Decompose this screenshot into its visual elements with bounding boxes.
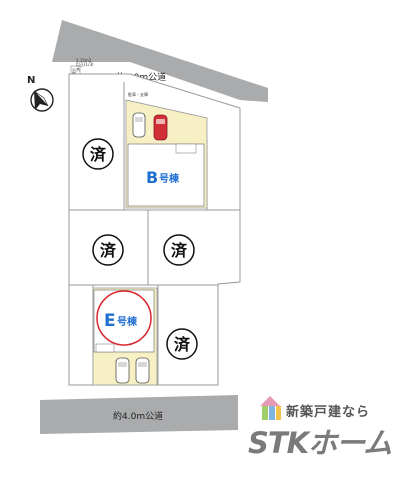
north-road xyxy=(52,20,268,102)
south-road xyxy=(40,395,238,434)
svg-text:済: 済 xyxy=(171,241,188,260)
brand-logo: 新築戸建なら STKホーム xyxy=(246,388,411,468)
lot-e-suffix: 号棟 xyxy=(117,315,138,328)
corner-note-1: 2.15m2 xyxy=(76,58,92,63)
lot-e-highlight xyxy=(96,290,152,346)
compass-letter: N xyxy=(27,75,35,86)
car-e-right xyxy=(135,357,150,384)
sold-lot-4: 済 xyxy=(166,328,198,360)
sold-lot-1: 済 xyxy=(82,138,114,170)
lot-b-parking xyxy=(132,112,168,141)
sold-lot-2: 済 xyxy=(92,234,124,266)
brand-name: STKホーム xyxy=(248,426,392,460)
compass-needle xyxy=(34,91,48,110)
svg-text:済: 済 xyxy=(174,335,191,354)
north-compass: N xyxy=(27,75,54,112)
car-e-left xyxy=(115,357,130,384)
svg-text:済: 済 xyxy=(90,145,107,164)
lot-b-letter: B xyxy=(146,168,158,187)
corner-note-4: 桝 xyxy=(72,70,76,76)
brand-tagline: 新築戸建なら xyxy=(286,405,371,420)
car-b-left xyxy=(132,112,146,138)
lot-b-suffix: 号棟 xyxy=(159,172,180,185)
car-b-right xyxy=(153,114,168,141)
svg-text:済: 済 xyxy=(100,241,117,260)
south-road-label: 約4.0m公道 xyxy=(113,410,163,422)
corner-note-3: 公共 xyxy=(72,66,80,72)
parking-note: 駐車・支障 xyxy=(128,91,148,97)
lot-e-parking xyxy=(115,357,150,384)
lot-e-letter: E xyxy=(104,311,116,331)
lot-b-porch xyxy=(175,143,197,154)
lot-e-porch xyxy=(95,343,115,353)
corner-note-2: 訂正(1/3) xyxy=(76,61,94,67)
brand-house-icon xyxy=(260,396,281,420)
sold-lot-3: 済 xyxy=(163,234,195,266)
lot-b-building xyxy=(127,143,205,207)
